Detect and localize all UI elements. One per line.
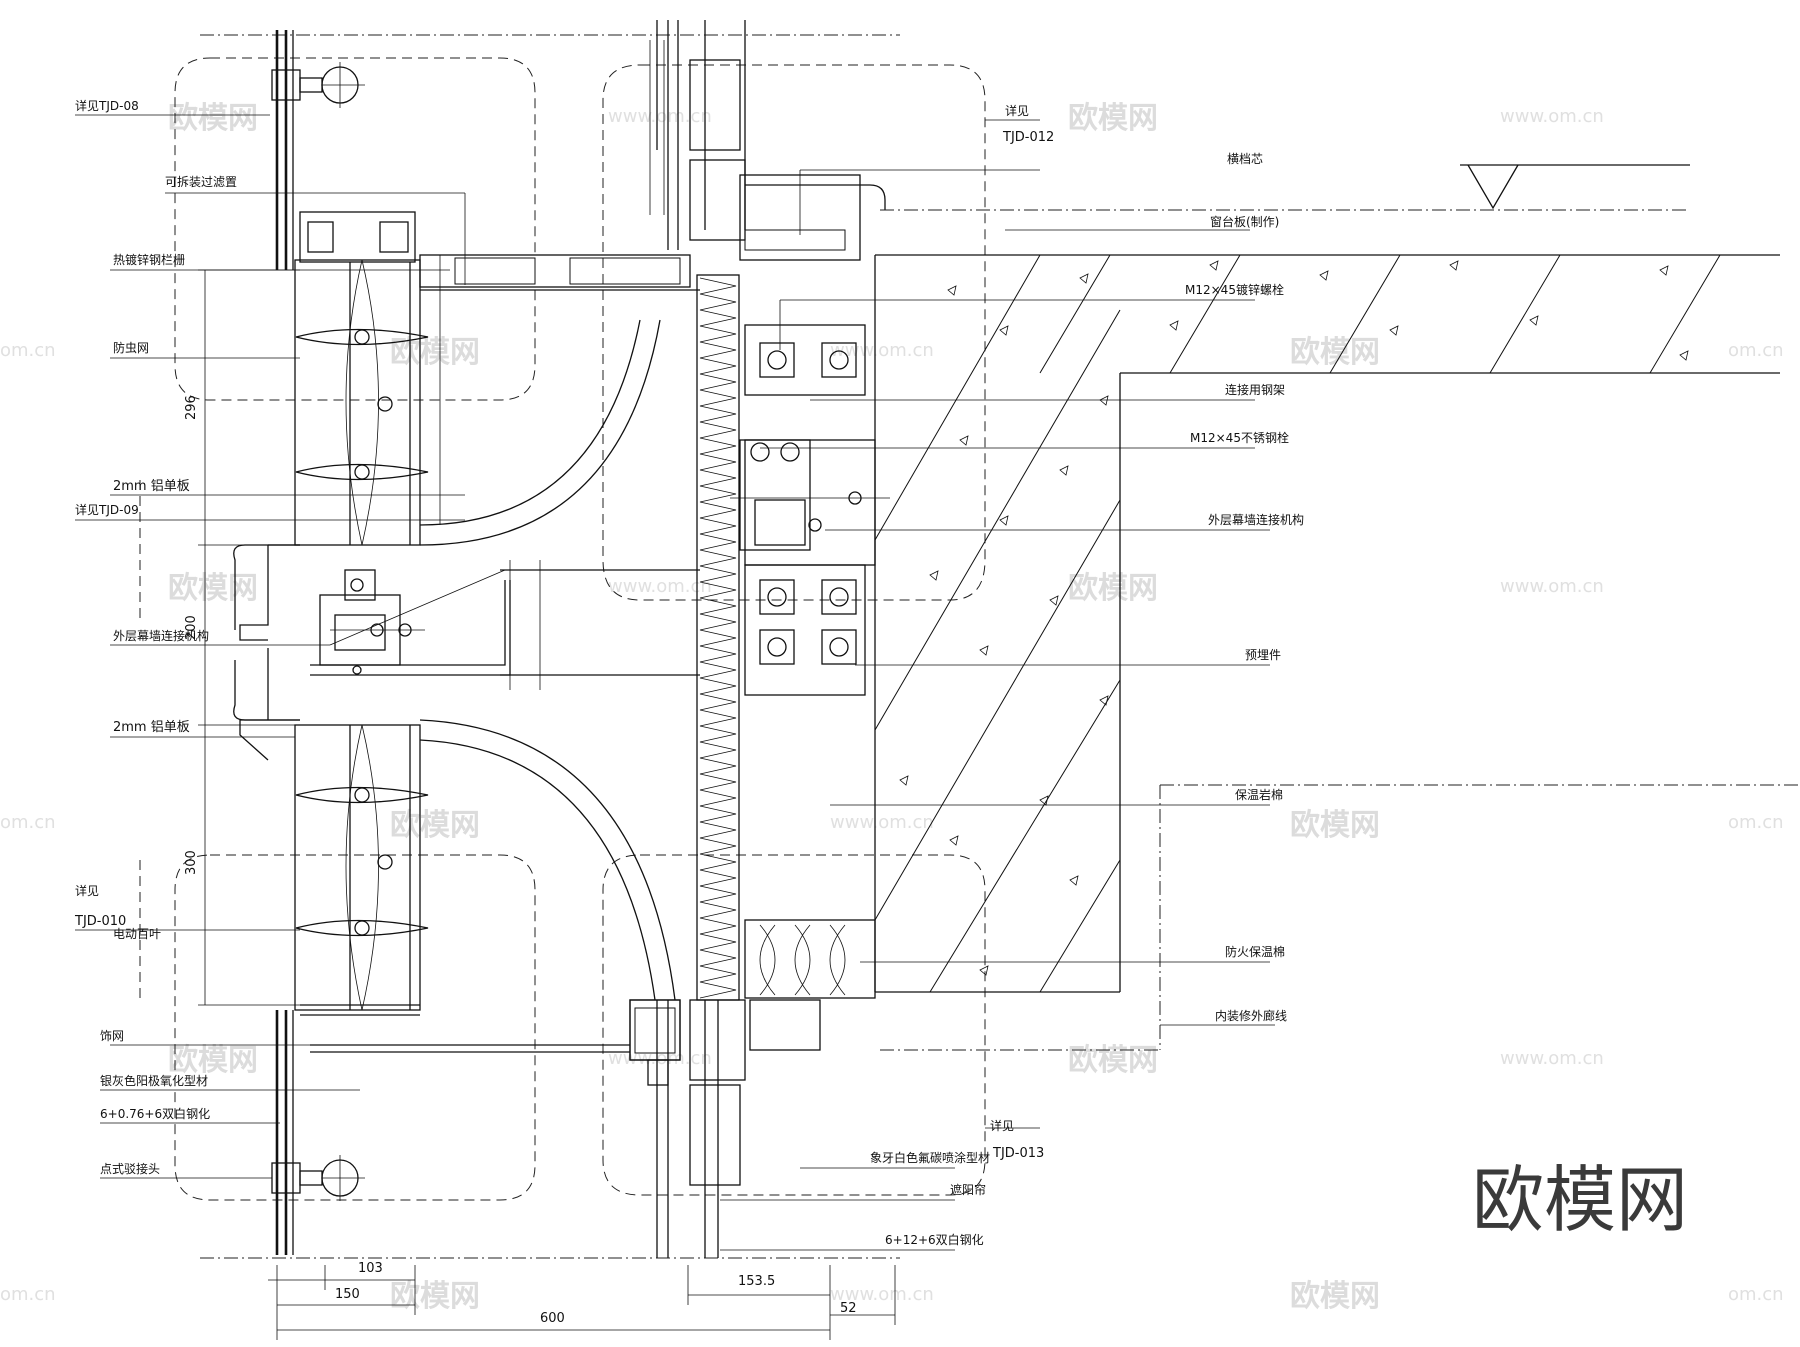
label-window-sill: 窗台板(制作)	[1210, 214, 1279, 229]
watermark: 欧模网	[390, 1279, 480, 1314]
watermark-url: www.om.cn	[1500, 106, 1604, 127]
bolt-grid	[759, 342, 857, 665]
leader-lines-left	[75, 114, 506, 1179]
label-outer-glass-spec: 6+0.76+6双白钢化	[100, 1106, 210, 1121]
dimension-600: 600	[540, 1311, 565, 1326]
brand-logo-text: 欧模网	[1472, 1158, 1688, 1242]
label-embedded-part: 预埋件	[1245, 648, 1281, 662]
air-duct-arcs	[419, 319, 700, 1001]
label-interior-finish-line: 内装修外廊线	[1215, 1008, 1287, 1023]
fire-insulation-block	[744, 919, 876, 999]
label-insect-net: 防虫网	[113, 340, 149, 355]
watermark: 欧模网	[1068, 101, 1158, 136]
watermark-url: www.om.cn	[608, 1048, 712, 1069]
label-ref-tjd-012: TJD-012	[1002, 130, 1054, 145]
dimension-52: 52	[840, 1301, 857, 1316]
outer-wall-connector	[310, 569, 511, 676]
watermark-layer: 欧模网 欧模网 www.om.cn www.om.cn 欧模网 欧模网 om.c…	[0, 101, 1784, 1314]
label-stainless-bolt: M12×45不锈钢栓	[1190, 430, 1289, 445]
watermark: 欧模网	[1290, 1279, 1380, 1314]
label-anodized-profile: 银灰色阳极氧化型材	[100, 1074, 208, 1088]
label-inner-glass-spec: 6+12+6双白钢化	[885, 1232, 984, 1247]
label-ref-tjd-09: 详见TJD-09	[75, 502, 139, 517]
watermark-url: om.cn	[0, 340, 56, 361]
dimension-200: 200	[184, 615, 199, 640]
label-motorized-louver: 电动百叶	[113, 927, 161, 941]
floor-level-marker	[880, 164, 1800, 1051]
watermark: 欧模网	[1290, 808, 1380, 843]
label-spider-fitting: 点式驳接头	[100, 1161, 160, 1176]
concrete-hatch	[874, 254, 1721, 993]
label-al-plate-lower: 2mm 铝单板	[113, 720, 190, 735]
dimension-150: 150	[335, 1287, 360, 1302]
watermark-url: om.cn	[0, 1284, 56, 1305]
watermark-url: www.om.cn	[1500, 576, 1604, 597]
filter-band	[419, 254, 700, 291]
labels-right: 详见 TJD-012 横档芯 窗台板(制作) M12×45镀锌螺栓 连接用钢架 …	[870, 103, 1304, 1247]
watermark-url: www.om.cn	[830, 1284, 934, 1305]
concrete-slab	[874, 254, 1780, 993]
label-outer-wall-connector-r: 外层幕墙连接机构	[1208, 512, 1304, 527]
label-outer-wall-connector: 外层幕墙连接机构	[113, 628, 209, 643]
label-rock-wool: 保温岩棉	[1235, 787, 1283, 802]
upper-louver-frame	[294, 211, 441, 546]
watermark: 欧模网	[390, 808, 480, 843]
label-ref-detail-bottom: 详见	[990, 1118, 1014, 1133]
watermark-url: om.cn	[0, 812, 56, 833]
watermark: 欧模网	[168, 101, 258, 136]
dimension-153-5: 153.5	[738, 1274, 775, 1289]
lower-louver-frame	[294, 724, 429, 1016]
label-ref-tjd-013: TJD-013	[992, 1146, 1044, 1161]
dimension-103: 103	[358, 1261, 383, 1276]
label-fire-insulation: 防火保温棉	[1225, 944, 1285, 959]
dimension-300: 300	[184, 850, 199, 875]
label-sunshade-blind: 遮阳帘	[950, 1182, 986, 1197]
watermark: 欧模网	[168, 571, 258, 606]
aggregate-marks	[899, 260, 1689, 976]
watermark: 欧模网	[390, 335, 480, 370]
outer-glass-wall	[275, 30, 294, 1255]
embedded-plates	[730, 324, 890, 696]
watermark-url: om.cn	[1728, 812, 1784, 833]
watermark-url: www.om.cn	[1500, 1048, 1604, 1069]
label-decorative-net: 饰网	[100, 1029, 124, 1043]
dimension-lines	[198, 269, 896, 1340]
dimension-296: 296	[184, 395, 199, 420]
watermark-url: om.cn	[1728, 1284, 1784, 1305]
label-removable-filter: 可拆装过滤置	[165, 174, 237, 189]
label-galvanized-bolt: M12×45镀锌螺栓	[1185, 282, 1284, 297]
watermark: 欧模网	[1068, 571, 1158, 606]
label-transom-core: 横档芯	[1227, 152, 1263, 166]
watermark-url: om.cn	[1728, 340, 1784, 361]
detail-callout-outlines	[139, 34, 986, 1259]
bottom-fitting	[310, 999, 681, 1086]
insulation-column	[696, 274, 740, 1001]
label-ivory-profile: 象牙白色氟碳喷涂型材	[870, 1150, 990, 1165]
watermark: 欧模网	[168, 1043, 258, 1078]
label-galvanized-grille: 热镀锌钢栏栅	[113, 252, 185, 267]
label-ref-detail: 详见	[75, 883, 99, 898]
dimension-texts: 296 200 300 103 150 600 153.5 52	[184, 395, 857, 1326]
label-al-plate-upper: 2mm 铝单板	[113, 479, 190, 494]
spider-fitting-top	[271, 62, 365, 108]
label-ref-detail-top: 详见	[1005, 103, 1029, 118]
watermark-url: www.om.cn	[830, 812, 934, 833]
label-ref-tjd-010: TJD-010	[74, 914, 126, 929]
watermark-url: www.om.cn	[608, 106, 712, 127]
leader-lines-right	[720, 119, 1275, 1251]
labels-left: 详见TJD-08 可拆装过滤置 热镀锌钢栏栅 防虫网 2mm 铝单板 详见TJD…	[74, 98, 237, 1176]
watermark: 欧模网	[1068, 1043, 1158, 1078]
label-ref-tjd-08: 详见TJD-08	[75, 98, 139, 113]
label-steel-frame: 连接用钢架	[1225, 382, 1285, 397]
watermark-url: www.om.cn	[608, 576, 712, 597]
